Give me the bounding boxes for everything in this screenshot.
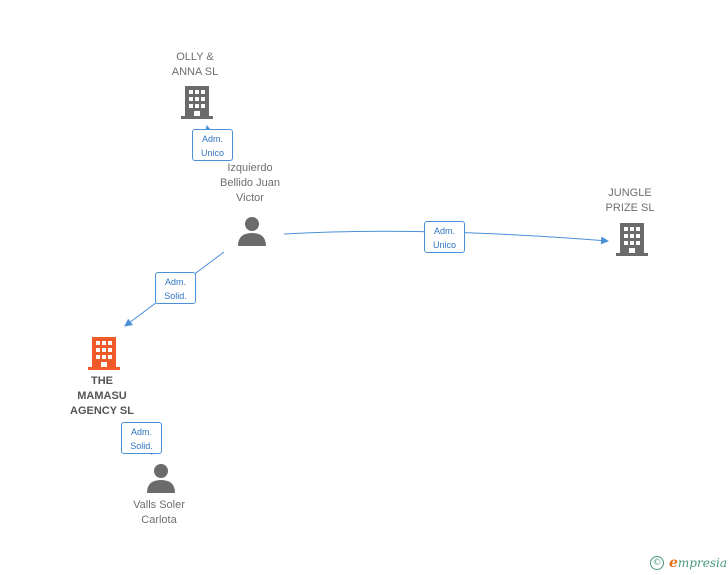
company-label-olly-anna: OLLY & ANNA SL — [171, 51, 219, 78]
relation-badge-adm-solid[interactable]: Adm. Solid. — [155, 272, 196, 304]
brand-name: empresia — [669, 555, 727, 571]
company-label-mamasu: THE MAMASU AGENCY SL — [70, 375, 134, 417]
person-label-izquierdo: Izquierdo Bellido Juan Victor — [220, 162, 280, 204]
person-icon[interactable] — [237, 216, 267, 246]
building-icon[interactable] — [616, 221, 648, 257]
relation-badge-adm-unico[interactable]: Adm. Unico — [192, 129, 233, 161]
person-icon[interactable] — [146, 463, 176, 493]
company-label-jungle-prize: JUNGLE PRIZE SL — [605, 187, 655, 214]
building-icon-main[interactable] — [88, 335, 120, 371]
copyright-icon: © — [650, 556, 664, 570]
relation-badge-adm-unico[interactable]: Adm. Unico — [424, 221, 465, 253]
brand-initial: e — [669, 555, 678, 571]
brand-suffix: mpresia — [677, 556, 727, 570]
building-icon[interactable] — [181, 84, 213, 120]
relation-badge-adm-solid[interactable]: Adm. Solid. — [121, 422, 162, 454]
person-label-valls: Valls Soler Carlota — [133, 499, 185, 526]
empresia-logo[interactable]: © empresia — [650, 554, 727, 572]
